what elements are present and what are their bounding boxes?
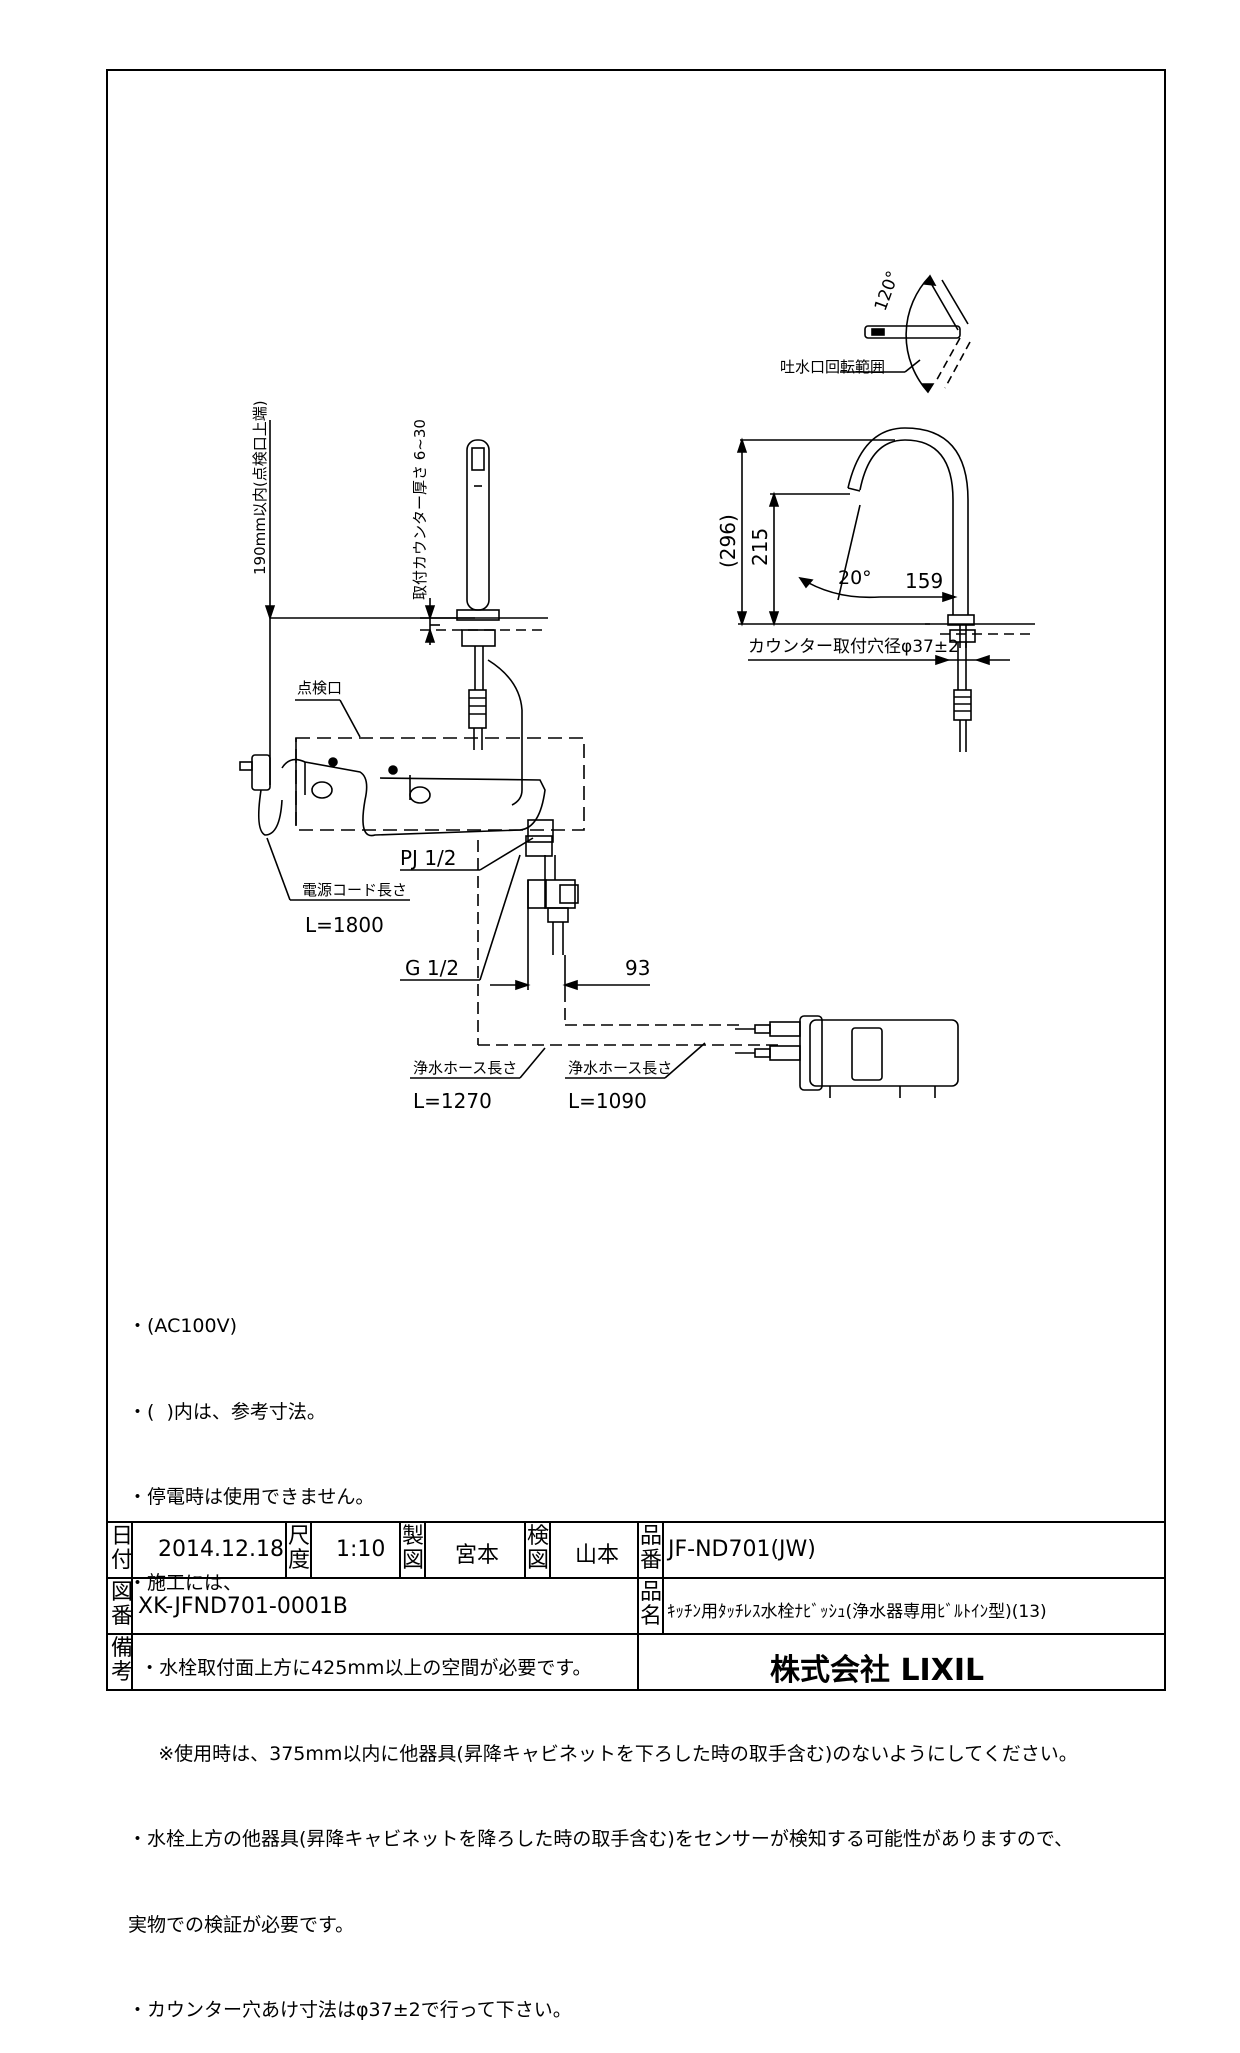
power-cord-length-label: L=1800: [305, 913, 384, 937]
part-no-value: JF-ND701(JW): [668, 1537, 816, 1562]
hose2-length-label: L=1090: [568, 1089, 647, 1113]
company-name: 株式会社 LIXIL: [770, 1653, 985, 1688]
note-line: ・(AC100V): [128, 1315, 238, 1337]
note-line: ・水栓取付面上方に425mm以上の空間が必要です。: [128, 1657, 592, 1679]
sheet-border: [106, 69, 1166, 1691]
drawing-no-label: 図番: [111, 1580, 134, 1629]
clearance-190-label: 190mm以内(点検口上端): [251, 400, 269, 575]
height-296-label: (296): [716, 514, 740, 568]
note-line: ・施工には、: [128, 1571, 243, 1594]
remarks-label: 備考: [111, 1636, 134, 1685]
note-line: ・停電時は使用できません。: [128, 1486, 375, 1508]
pj-label: PJ 1/2: [400, 846, 457, 870]
height-215-label: 215: [748, 528, 772, 566]
power-cord-label: 電源コード長さ: [302, 881, 407, 899]
date-value: 2014.12.18: [158, 1537, 284, 1562]
front-view: [239, 420, 780, 1079]
rotation-angle-label: 120°: [871, 268, 904, 313]
counter-thickness-label: 取付カウンター厚さ 6~30: [411, 419, 429, 600]
note-line: ・水栓上方の他器具(昇降キャビネットを降ろした時の取手含む)をセンサーが検知する…: [128, 1828, 1074, 1850]
spout-rotation-label: 吐水口回転範囲: [780, 358, 885, 376]
top-view: [840, 274, 971, 394]
notes-block: ・(AC100V) ・( )内は、参考寸法。 ・停電時は使用できません。 ・施工…: [128, 1255, 1158, 2053]
date-label: 日付: [111, 1524, 134, 1573]
note-line: ・カウンター穴あけ寸法はφ37±2で行って下さい。: [128, 1999, 572, 2021]
reach-159-label: 159: [905, 569, 943, 593]
hose1-length-label: L=1270: [413, 1089, 492, 1113]
product-name-value: ｷｯﾁﾝ用ﾀｯﾁﾚｽ水栓ﾅﾋﾞｯｼｭ(浄水器専用ﾋﾞﾙﾄｲﾝ型)(13): [667, 1602, 1047, 1622]
drawn-label: 製図: [402, 1524, 425, 1573]
note-line: 実物での検証が必要です。: [128, 1913, 355, 1936]
drawing-sheet: 120° 吐水口回転範囲: [106, 69, 1166, 1691]
g12-label: G 1/2: [405, 956, 459, 980]
inspection-port-label: 点検口: [297, 679, 342, 697]
hose1-label: 浄水ホース長さ: [413, 1059, 517, 1077]
scale-label: 尺度: [288, 1524, 311, 1573]
title-block-grid: [107, 1521, 1165, 1690]
checked-label: 検図: [527, 1524, 550, 1573]
counter-hole-label: カウンター取付穴径φ37±2: [748, 637, 959, 657]
drawing-no-value: XK-JFND701-0001B: [138, 1594, 348, 1619]
side-view: [736, 427, 1035, 752]
angle-20-label: 20°: [838, 567, 872, 589]
part-no-label: 品番: [640, 1524, 663, 1573]
scale-value: 1:10: [336, 1537, 386, 1562]
checked-by-value: 山本: [575, 1543, 620, 1568]
product-name-label: 品名: [640, 1580, 663, 1629]
hose2-label: 浄水ホース長さ: [568, 1059, 672, 1077]
drawn-by-value: 宮本: [455, 1543, 500, 1568]
filter-unit: [735, 1015, 959, 1098]
note-line: ・( )内は、参考寸法。: [128, 1400, 326, 1423]
dim-93-label: 93: [625, 956, 650, 980]
